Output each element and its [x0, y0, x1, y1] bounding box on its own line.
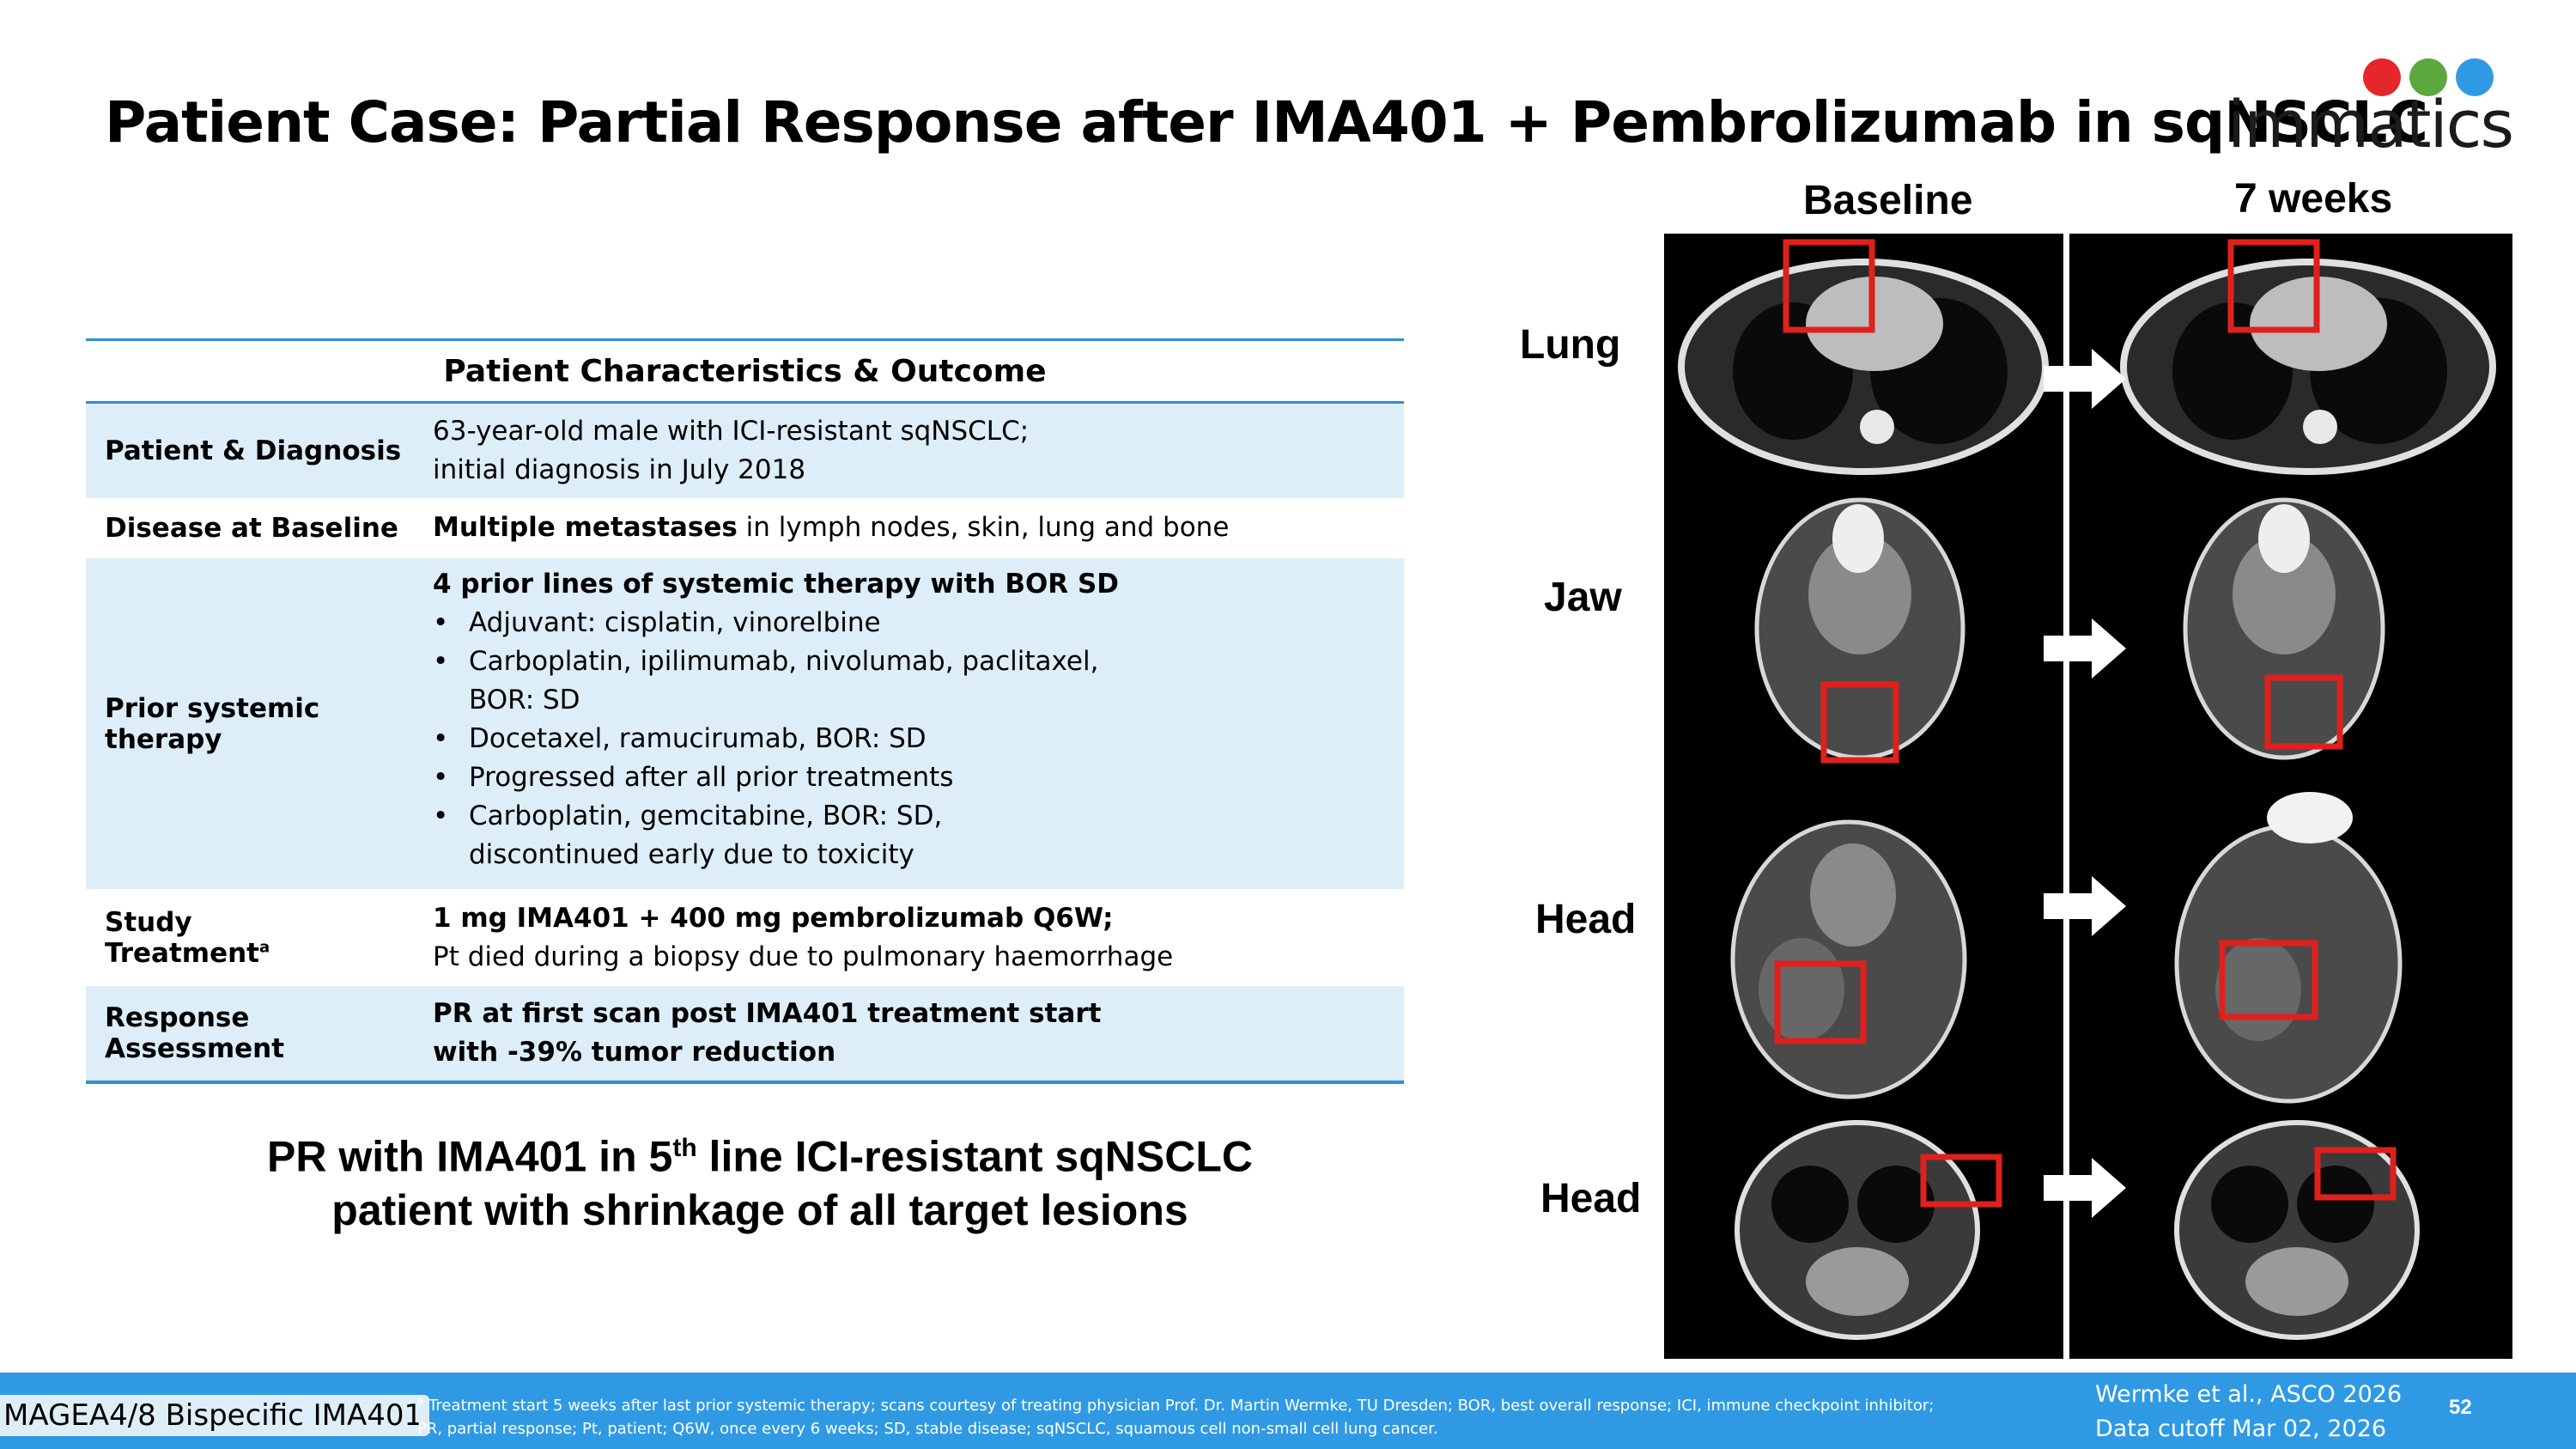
table-header-rule — [86, 401, 1404, 404]
row-value: 1 mg IMA401 + 400 mg pembrolizumab Q6W; … — [433, 889, 1404, 986]
row-label: Prior systemic therapy — [105, 692, 320, 755]
footnote-line: PR, partial response; Pt, patient; Q6W, … — [417, 1420, 1438, 1438]
footer-footnote: a Treatment start 5 weeks after last pri… — [417, 1390, 1946, 1440]
arrow-right-icon — [2044, 349, 2126, 409]
value-bold: 4 prior lines of systemic therapy with B… — [433, 569, 1120, 600]
value-text: in lymph nodes, skin, lung and bone — [737, 512, 1230, 543]
reference-line: Wermke et al., ASCO 2026 — [2095, 1381, 2403, 1408]
list-item: Progressed after all prior treatments — [433, 758, 1404, 797]
patient-characteristics-table: Patient Characteristics & Outcome Patien… — [86, 338, 1404, 1084]
row-value: PR at first scan post IMA401 treatment s… — [433, 986, 1404, 1081]
footer-reference: Wermke et al., ASCO 2026 Data cutoff Mar… — [2095, 1378, 2402, 1446]
value-bold: with -39% tumor reduction — [433, 1037, 836, 1068]
page-number: 52 — [2449, 1396, 2472, 1419]
slide-title: Patient Case: Partial Response after IMA… — [105, 89, 2428, 155]
logo-wordmark: immatics — [2227, 86, 2514, 162]
conclusion-line2: patient with shrinkage of all target les… — [331, 1185, 1188, 1234]
list-item: Docetaxel, ramucirumab, BOR: SD — [433, 720, 1404, 758]
conclusion-line1: PR with IMA401 in 5 — [267, 1132, 673, 1181]
list-item: Carboplatin, gemcitabine, BOR: SD, disco… — [433, 797, 1018, 874]
therapy-list: Adjuvant: cisplatin, vinorelbine Carbopl… — [433, 604, 1404, 874]
value-bold: PR at first scan post IMA401 treatment s… — [433, 998, 1102, 1029]
logo-dot-blue — [2456, 58, 2494, 96]
table-row: Response Assessment PR at first scan pos… — [86, 986, 1404, 1081]
column-label-7-weeks: 7 weeks — [2234, 176, 2393, 222]
footnote-line: Treatment start 5 weeks after last prior… — [423, 1397, 1935, 1415]
label-text: Study Treatment — [105, 906, 260, 969]
row-label-jaw: Jaw — [1544, 575, 1622, 620]
conclusion-line1-end: line ICI-resistant sqNSCLC — [696, 1132, 1253, 1181]
table-top-rule — [86, 338, 1404, 341]
row-label: Response Assessment — [105, 1002, 285, 1064]
footer-program-tag: MAGEA4/8 Bispecific IMA401 — [0, 1395, 430, 1436]
ct-panel-7-weeks — [2069, 234, 2512, 1359]
list-item: Adjuvant: cisplatin, vinorelbine — [433, 604, 1404, 642]
ct-panel-baseline — [1664, 234, 2063, 1359]
value-bold: Multiple metastases — [433, 512, 738, 543]
table-header: Patient Characteristics & Outcome — [443, 353, 1047, 389]
data-cutoff-line: Data cutoff Mar 02, 2026 — [2095, 1416, 2387, 1442]
table-bottom-rule — [86, 1081, 1404, 1084]
column-label-baseline: Baseline — [1803, 178, 1973, 223]
arrow-right-icon — [2044, 1158, 2126, 1218]
row-label: Disease at Baseline — [105, 513, 398, 544]
row-label: Study Treatmenta — [86, 889, 433, 986]
ct-scans-baseline — [1678, 239, 2049, 1340]
ct-scans-7-weeks — [2120, 239, 2496, 1340]
logo-dots — [2363, 53, 2518, 98]
value-line: 63-year-old male with ICI-resistant sqNS… — [433, 416, 1030, 447]
logo-dot-red — [2363, 58, 2401, 96]
row-value: 4 prior lines of systemic therapy with B… — [433, 558, 1404, 889]
logo-dot-green — [2409, 58, 2447, 96]
label-footnote: a — [259, 938, 270, 957]
row-label: Patient & Diagnosis — [105, 435, 402, 466]
table-row: Prior systemic therapy 4 prior lines of … — [86, 558, 1404, 889]
table-row: Disease at Baseline Multiple metastases … — [86, 498, 1404, 558]
row-value: Multiple metastases in lymph nodes, skin… — [433, 498, 1404, 558]
table-row: Patient & Diagnosis 63-year-old male wit… — [86, 404, 1404, 498]
conclusion-text: PR with IMA401 in 5th line ICI-resistant… — [163, 1122, 1357, 1237]
list-item: Carboplatin, ipilimumab, nivolumab, pacl… — [433, 642, 1121, 720]
row-label-head-2: Head — [1540, 1176, 1642, 1221]
row-label-lung: Lung — [1520, 322, 1621, 368]
row-label-head-1: Head — [1535, 897, 1637, 942]
value-line: initial diagnosis in July 2018 — [433, 454, 806, 485]
value-bold: 1 mg IMA401 + 400 mg pembrolizumab Q6W; — [433, 903, 1114, 934]
arrow-right-icon — [2044, 876, 2126, 936]
arrow-right-icon — [2044, 618, 2126, 679]
row-value: 63-year-old male with ICI-resistant sqNS… — [433, 404, 1404, 498]
table-row: Study Treatmenta 1 mg IMA401 + 400 mg pe… — [86, 889, 1404, 986]
value-text: Pt died during a biopsy due to pulmonary… — [433, 941, 1174, 972]
footnote-marker: a — [417, 1395, 424, 1407]
conclusion-sup: th — [672, 1134, 697, 1162]
